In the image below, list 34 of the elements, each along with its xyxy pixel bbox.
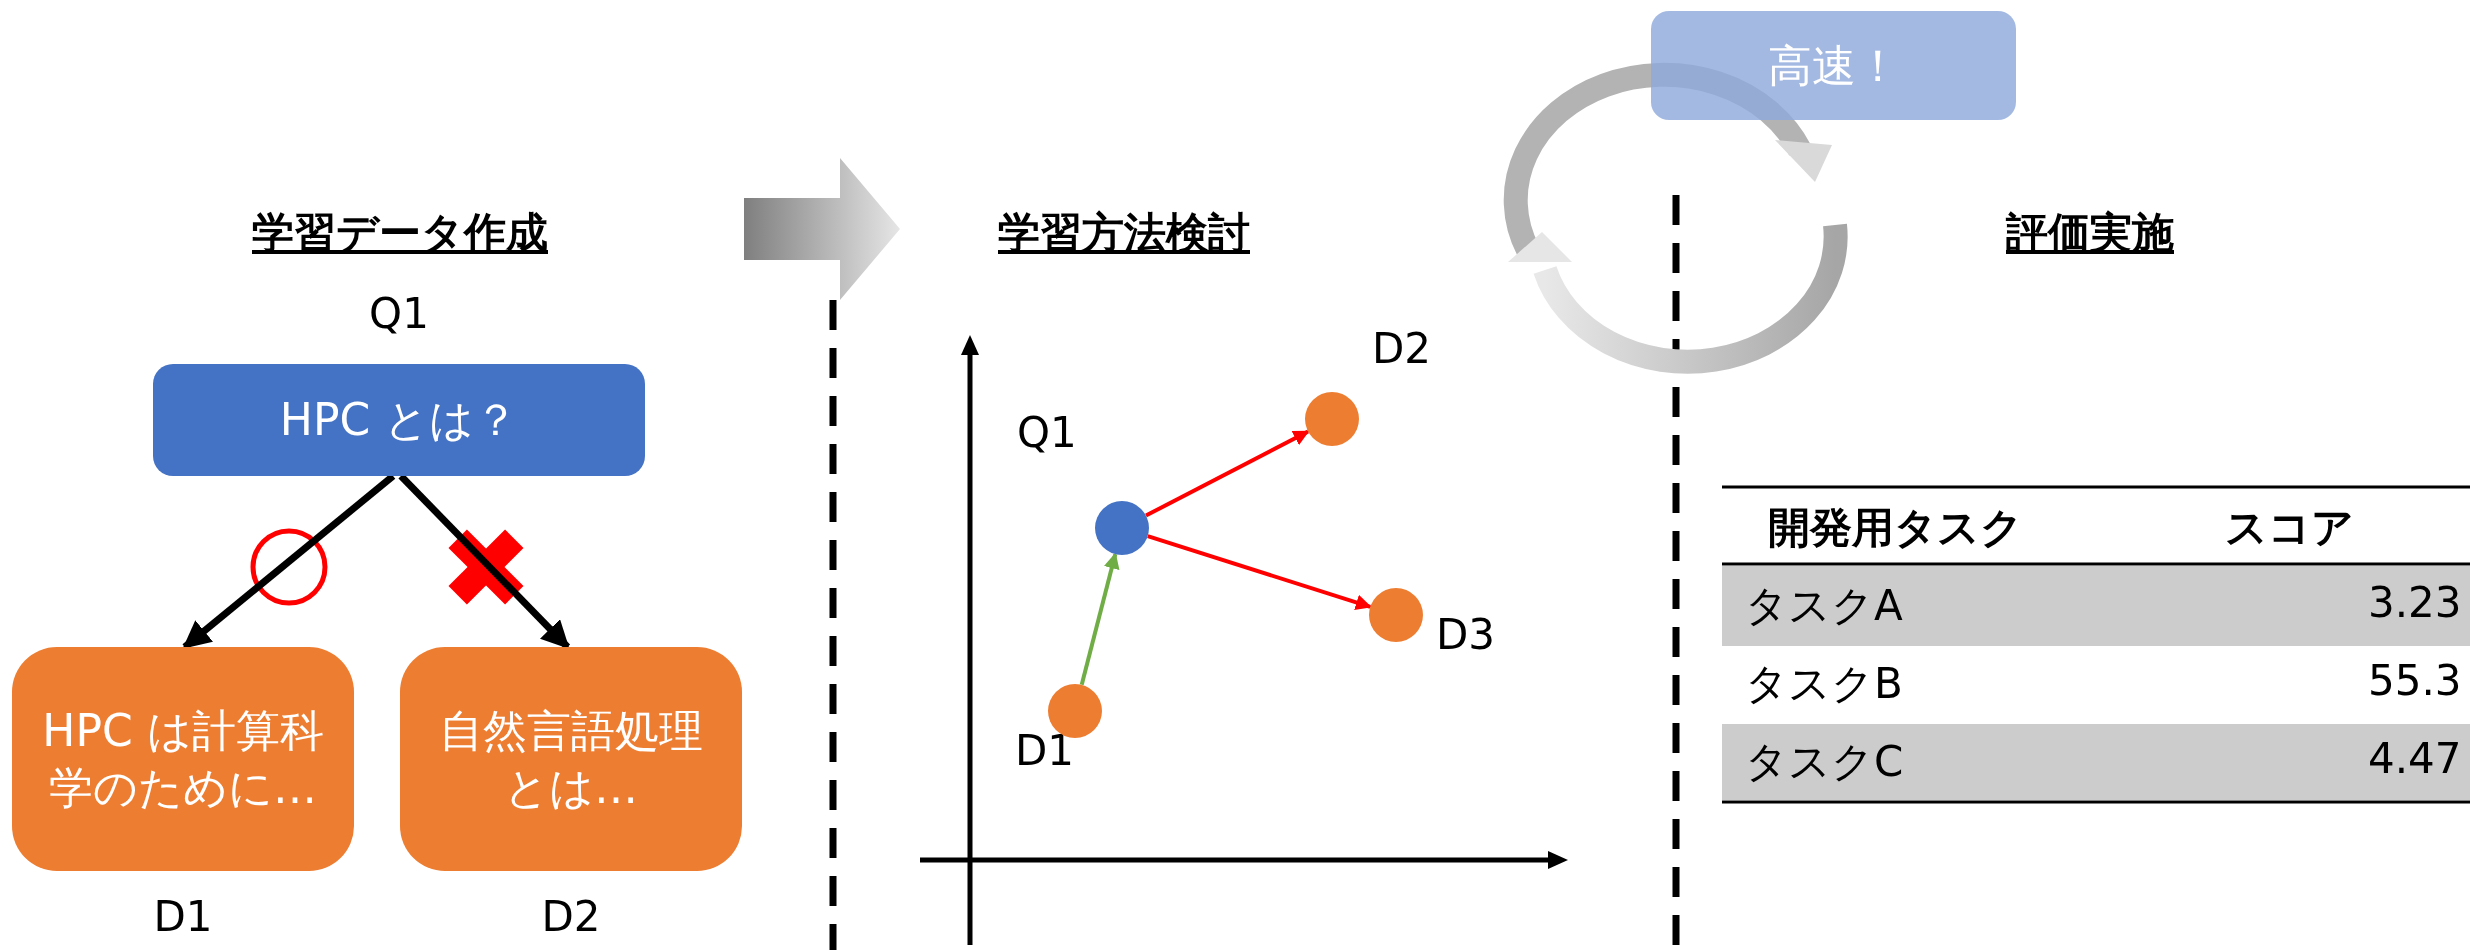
box-text: HPC とは？ bbox=[279, 393, 519, 448]
box-text: HPC は計算科学のために… bbox=[41, 703, 325, 815]
document-point bbox=[1369, 588, 1423, 642]
section-heading: 学習データ作成 bbox=[252, 207, 548, 259]
document-box bbox=[400, 647, 742, 871]
table-cell: 3.23 bbox=[2368, 578, 2462, 627]
node-label: D2 bbox=[1372, 324, 1432, 373]
node-label: D2 bbox=[540, 892, 602, 941]
node-label: D1 bbox=[1015, 726, 1075, 775]
table-cell-text: タスクC bbox=[1745, 736, 1904, 788]
document-box bbox=[12, 647, 354, 871]
section-heading: 学習方法検討 bbox=[998, 207, 1250, 259]
box-text: 自然言語処理とは… bbox=[438, 703, 704, 815]
node-label: Q1 bbox=[1017, 408, 1077, 457]
speed-badge bbox=[1651, 11, 2016, 120]
document-point bbox=[1305, 392, 1359, 446]
table-cell-text: タスクB bbox=[1745, 658, 1903, 710]
arrow bbox=[1147, 534, 1372, 611]
arrow bbox=[1079, 552, 1120, 686]
arrow bbox=[1145, 429, 1310, 518]
section-heading: 評価実施 bbox=[2006, 207, 2174, 259]
query-box bbox=[153, 364, 645, 476]
table-cell: 4.47 bbox=[2368, 734, 2462, 783]
table-cell-text: 開発用タスク bbox=[1768, 502, 2023, 554]
node-label: D1 bbox=[152, 892, 214, 941]
node-label: Q1 bbox=[368, 289, 430, 338]
box-text: 高速！ bbox=[1767, 38, 1900, 93]
table-cell: 55.3 bbox=[2368, 656, 2462, 705]
table-cell-text: タスクA bbox=[1745, 580, 1903, 632]
table-cell-text: スコア bbox=[2225, 502, 2354, 554]
arrow bbox=[398, 473, 571, 650]
query-point bbox=[1095, 501, 1149, 555]
node-label: D3 bbox=[1436, 610, 1496, 659]
arrow bbox=[182, 473, 396, 650]
